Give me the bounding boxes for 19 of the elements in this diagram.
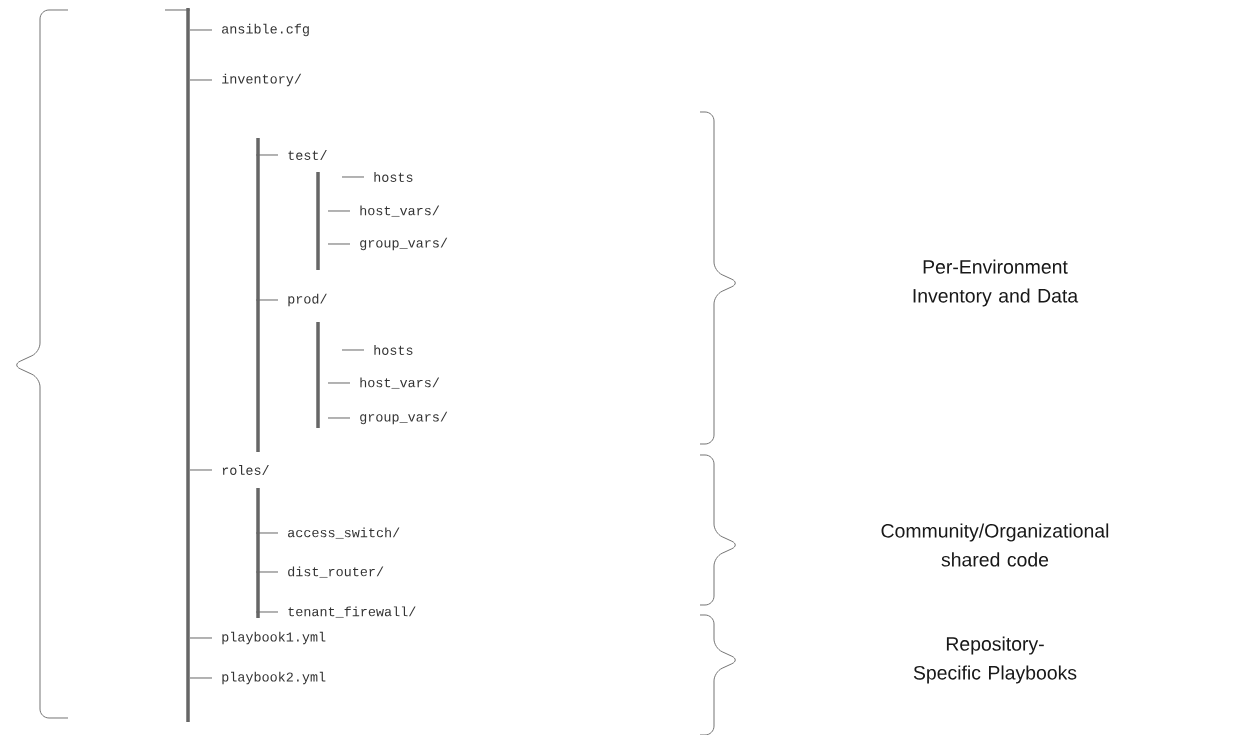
file-name: inventory/ — [222, 73, 302, 87]
file-name: host_vars/ — [360, 205, 440, 217]
file-name: playbook2.yml — [222, 671, 326, 685]
group-label: Repository-Specific Playbooks — [913, 636, 1077, 684]
file-name: hosts — [374, 345, 413, 355]
file-name: playbook1.yml — [222, 631, 326, 645]
group-label: Per-Environment Inventory and Data — [913, 259, 1079, 307]
file-name: dist_router/ — [288, 566, 384, 578]
file-name: tenant_firewall/ — [288, 606, 416, 618]
file-name: group_vars/ — [360, 237, 448, 251]
file-name: roles/ — [222, 465, 269, 475]
group-label: Community/Organizational shared code — [881, 523, 1109, 567]
file-name: prod/ — [288, 293, 327, 307]
file-name: ansible.cfg — [222, 23, 309, 37]
file-name: host_vars/ — [360, 377, 440, 389]
file-name: hosts — [374, 172, 413, 182]
file-name: test/ — [288, 150, 327, 160]
file-name: group_vars/ — [360, 411, 448, 425]
file-name: access_switch/ — [288, 527, 400, 539]
